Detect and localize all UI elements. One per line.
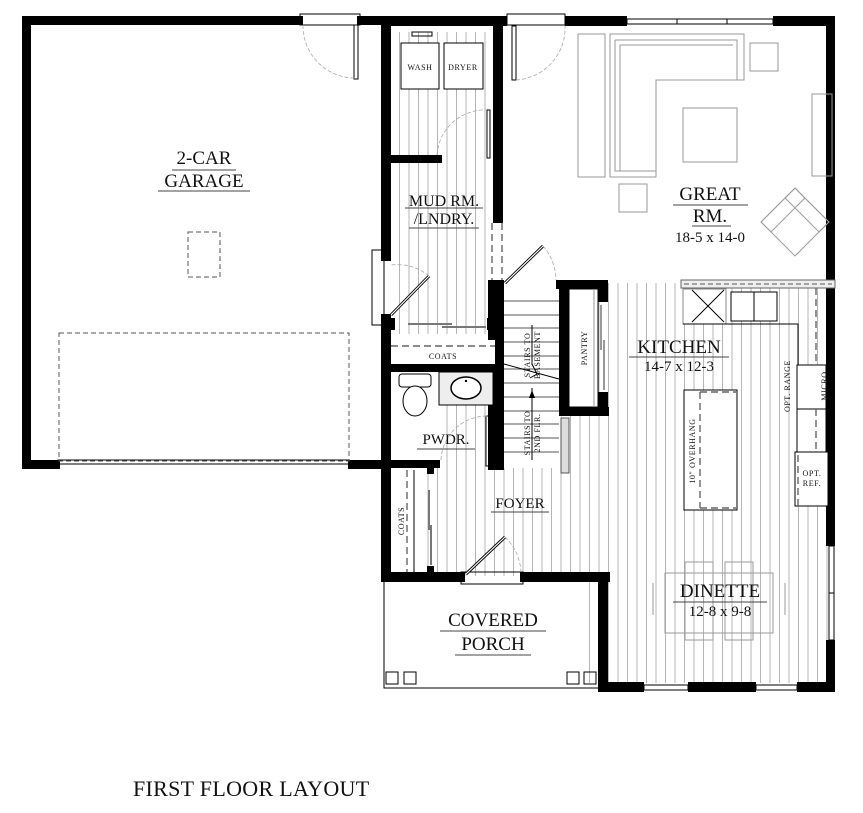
garage-features — [58, 231, 350, 462]
doors — [57, 13, 605, 585]
laundry-appliances — [400, 31, 484, 90]
walls — [22, 16, 835, 692]
porch-label-1: COVERED — [448, 610, 538, 631]
powder-label: PWDR. — [422, 432, 469, 448]
opt-ref-label-2: REF. — [803, 479, 821, 488]
kitchen-label: KITCHEN — [637, 337, 721, 358]
great-room-label-1: GREAT — [679, 184, 741, 205]
powder-fixtures — [391, 371, 494, 460]
island-overhang-label: 10" OVERHANG — [688, 418, 697, 483]
pantry — [568, 288, 599, 408]
dinette-dims: 12-8 x 9-8 — [689, 604, 752, 620]
coats-mud-label: COATS — [429, 352, 457, 361]
porch-label-2: PORCH — [461, 634, 525, 655]
stairs-basement-label-2: BASEMENT — [533, 331, 542, 379]
stairs-2nd-label-2: 2ND FLR. — [533, 413, 542, 452]
great-room-label-2: RM. — [693, 206, 727, 227]
mud-room-label-1: MUD RM. — [409, 193, 479, 210]
dryer-label: DRYER — [448, 63, 478, 72]
room-labels: 2-CAR GARAGE MUD RM. /LNDRY. GREAT RM. 1… — [158, 63, 829, 656]
dinette-label: DINETTE — [680, 581, 760, 602]
windows — [626, 18, 835, 691]
washer-label: WASH — [407, 63, 432, 72]
garage-label-1: 2-CAR — [177, 148, 232, 169]
kitchen-cabinets — [680, 279, 836, 511]
coats-foyer-label: COATS — [397, 507, 406, 535]
great-room-furniture — [577, 33, 833, 257]
stairs-2nd-label-1: STAIRS TO — [523, 411, 532, 456]
stairs — [503, 289, 570, 474]
mud-room-label-2: /LNDRY. — [414, 211, 475, 228]
great-room-dims: 18-5 x 14-0 — [675, 230, 745, 246]
dinette-table — [652, 561, 786, 641]
opt-ref-label-1: OPT. — [803, 469, 822, 478]
plan-title: FIRST FLOOR LAYOUT — [133, 776, 370, 801]
coat-closet-foyer — [391, 470, 424, 572]
coat-closet-mud — [391, 340, 495, 364]
pantry-label: PANTRY — [580, 331, 589, 365]
garage-label-2: GARAGE — [164, 171, 243, 192]
opt-range-label: OPT. RANGE — [783, 360, 792, 412]
covered-porch — [383, 582, 598, 689]
micro-label: MICRO — [820, 371, 829, 400]
stairs-basement-label-1: STAIRS TO — [523, 333, 532, 378]
kitchen-dims: 14-7 x 12-3 — [644, 359, 714, 375]
foyer-label: FOYER — [495, 496, 544, 512]
